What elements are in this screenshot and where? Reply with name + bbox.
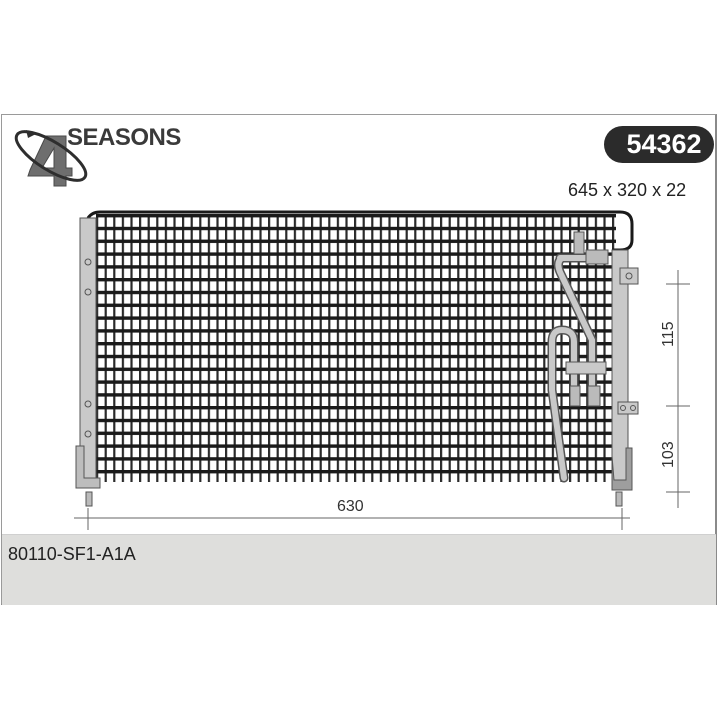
oem-reference-band <box>2 534 716 605</box>
dimension-lines <box>74 270 690 530</box>
brand-logo-icon <box>14 130 88 187</box>
width-dimension-label: 630 <box>337 498 364 515</box>
condenser-core <box>86 210 634 482</box>
right-tank <box>611 249 639 507</box>
refrigerant-pipes <box>547 231 609 483</box>
part-number-badge: 54362 <box>604 126 714 163</box>
left-tank <box>75 217 101 507</box>
part-dimensions: 645 x 320 x 22 <box>568 180 687 200</box>
oem-reference-number: 80110-SF1-A1A <box>8 544 136 564</box>
lower-height-dimension-label: 103 <box>660 441 677 468</box>
brand-name: SEASONS <box>67 124 181 151</box>
upper-height-dimension-label: 115 <box>660 321 677 347</box>
